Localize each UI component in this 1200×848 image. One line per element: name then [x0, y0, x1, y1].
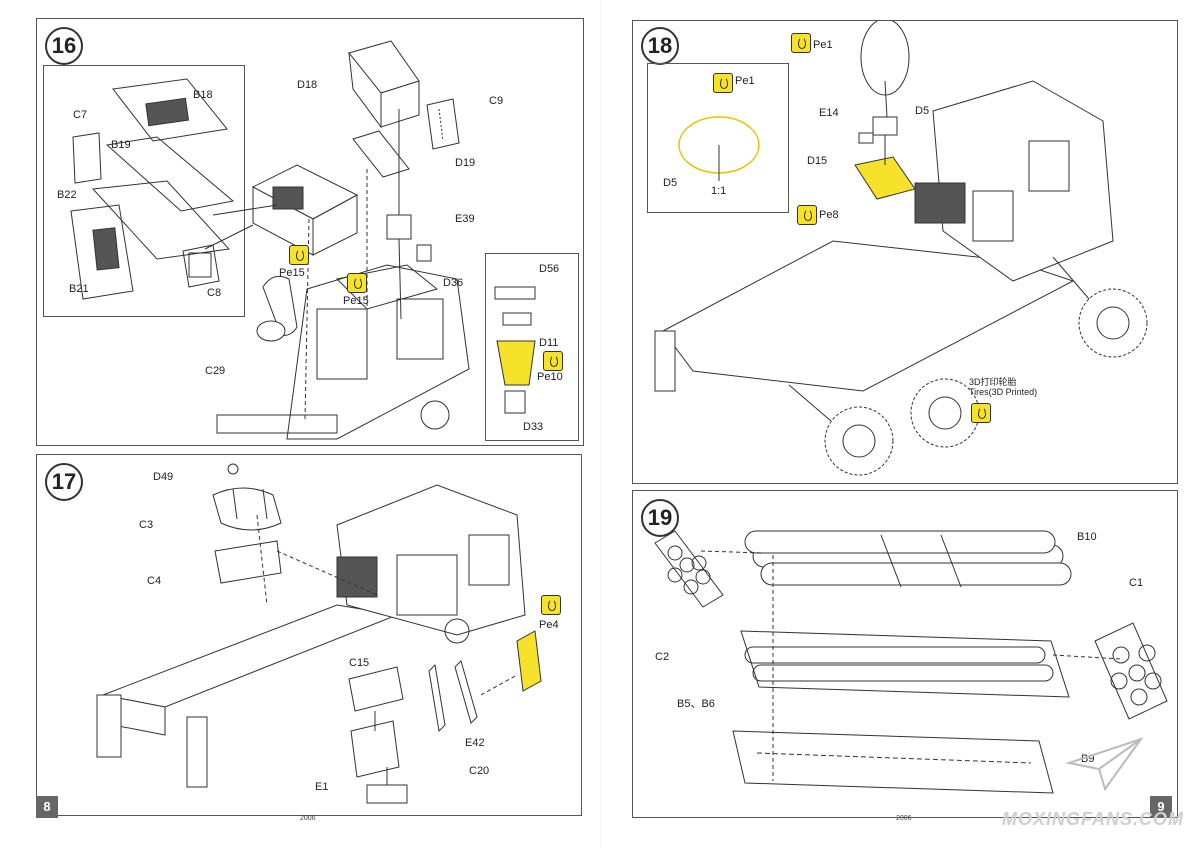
page-number-left: 8: [36, 796, 58, 818]
step-18-panel: 18: [632, 20, 1178, 484]
label-d49: D49: [153, 471, 174, 483]
label-e42: E42: [465, 737, 485, 749]
label-pe15-a: Pe15: [279, 267, 305, 279]
label-scale: 1:1: [711, 185, 727, 197]
label-b5-b6: B5、B6: [677, 698, 715, 710]
label-tires-en: Tires(3D Printed): [969, 387, 1038, 397]
label-d11: D11: [539, 337, 559, 349]
step-number: 16: [45, 27, 83, 65]
label-pe4: Pe4: [539, 619, 559, 631]
label-b21: B21: [69, 283, 89, 295]
label-pe1: Pe1: [813, 39, 833, 51]
step-number: 18: [641, 27, 679, 65]
step-19-drawing: [654, 530, 1168, 794]
page-code-left: 2006: [300, 815, 316, 822]
step-number: 19: [641, 499, 679, 537]
label-pe15-b: Pe15: [343, 295, 369, 307]
label-b18: B18: [193, 89, 213, 101]
label-tires-cn: 3D打印轮胎: [969, 377, 1017, 387]
label-e14: E14: [819, 107, 839, 119]
label-c7: C7: [73, 109, 88, 121]
label-c3: C3: [139, 519, 154, 531]
label-pe10: Pe10: [537, 371, 563, 383]
step-17-panel: 17: [36, 454, 582, 816]
step-18-drawing: [654, 21, 1148, 476]
label-b10: B10: [1077, 531, 1097, 543]
step-16-drawing: [70, 40, 536, 440]
inset-box: [43, 65, 245, 317]
label-d19: D19: [455, 157, 476, 169]
label-b19: B19: [111, 139, 131, 151]
label-pe1-inset: Pe1: [735, 75, 755, 87]
step-17-drawing: [96, 463, 542, 804]
page-gutter: [600, 0, 601, 848]
watermark: MOXINGFANS.COM: [1001, 809, 1184, 829]
paint-bottle-icon: [797, 205, 817, 225]
label-d5: D5: [915, 105, 930, 117]
label-c1: C1: [1129, 577, 1144, 589]
paint-bottle-icon: [347, 273, 367, 293]
paper-plane-logo: [1065, 737, 1144, 792]
step-number: 17: [45, 463, 83, 501]
paint-bottle-icon: [713, 73, 733, 93]
paint-bottle-icon: [289, 245, 309, 265]
label-e1: E1: [315, 781, 329, 793]
step-16-panel: 16: [36, 18, 584, 446]
page-number-right: 9: [1150, 796, 1172, 818]
label-d36: D36: [443, 277, 464, 289]
paint-bottle-icon: [543, 351, 563, 371]
label-c15: C15: [349, 657, 370, 669]
label-c9: C9: [489, 95, 504, 107]
label-c29: C29: [205, 365, 226, 377]
label-pe8: Pe8: [819, 209, 839, 221]
paint-bottle-icon: [971, 403, 991, 423]
label-c8: C8: [207, 287, 222, 299]
label-d5-inset: D5: [663, 177, 678, 189]
inset-box: [647, 63, 789, 213]
page-code-right: 2006: [896, 815, 912, 822]
inset-box-2: [485, 253, 579, 441]
step-19-panel: 19: [632, 490, 1178, 818]
label-c2: C2: [655, 651, 670, 663]
label-c4: C4: [147, 575, 162, 587]
label-d56: D56: [539, 263, 560, 275]
label-b22: B22: [57, 189, 77, 201]
label-e39: E39: [455, 213, 475, 225]
label-c20: C20: [469, 765, 490, 777]
label-d15: D15: [807, 155, 828, 167]
paint-bottle-icon: [791, 33, 811, 53]
label-d18: D18: [297, 79, 318, 91]
label-d33: D33: [523, 421, 544, 433]
paint-bottle-icon: [541, 595, 561, 615]
